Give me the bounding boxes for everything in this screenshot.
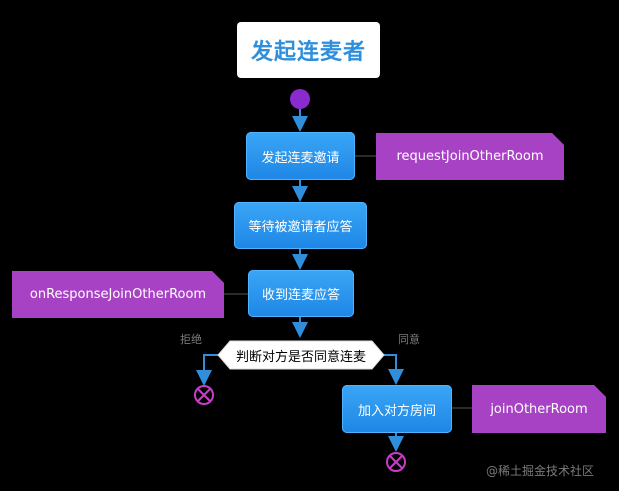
end-node-reject xyxy=(194,385,214,405)
flow-agree-branch xyxy=(384,354,404,385)
note-on-response: onResponseJoinOtherRoom xyxy=(12,271,224,318)
decision-label: 判断对方是否同意连麦 xyxy=(235,349,366,365)
title-box: 发起连麦者 xyxy=(237,22,380,78)
start-node xyxy=(290,89,310,109)
branch-reject-label: 拒绝 xyxy=(180,333,202,346)
branch-agree-label: 同意 xyxy=(398,333,420,346)
step-receive-response: 收到连麦应答 xyxy=(248,270,354,317)
step-join-room: 加入对方房间 xyxy=(342,385,452,433)
end-node-join xyxy=(386,452,406,472)
step-request-invite: 发起连麦邀请 xyxy=(246,132,355,180)
flow-reject-branch xyxy=(196,354,218,386)
note-join-other-room: joinOtherRoom xyxy=(472,385,606,433)
watermark: @稀土掘金技术社区 xyxy=(486,464,595,478)
step-wait-response: 等待被邀请者应答 xyxy=(234,202,367,249)
decision-shape xyxy=(217,340,385,370)
note-request-join: requestJoinOtherRoom xyxy=(376,133,564,180)
